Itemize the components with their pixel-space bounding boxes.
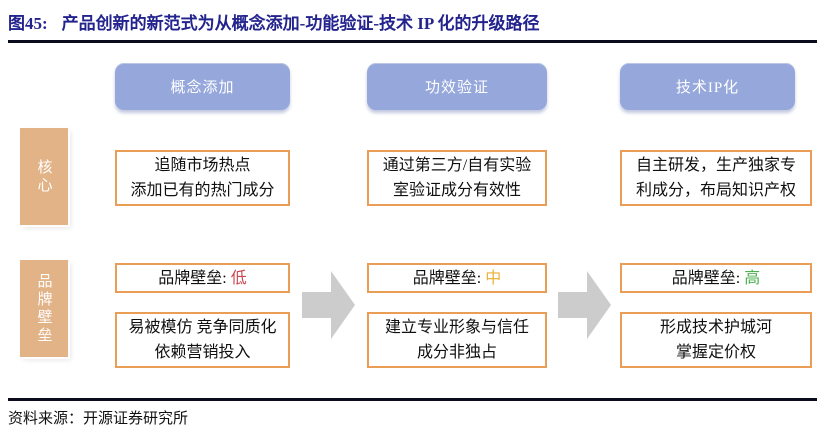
stage-header-technology-ip: 技术IP化 bbox=[620, 63, 795, 110]
core-box-stage2-line2: 室验证成分有效性 bbox=[392, 182, 521, 199]
core-box-stage1-line1: 追随市场热点 bbox=[154, 157, 251, 174]
right-arrow-icon bbox=[558, 271, 611, 339]
barrier-label-stage3: 品牌壁垒: bbox=[671, 269, 745, 287]
source-note: 资料来源：开源证券研究所 bbox=[8, 411, 189, 427]
row-label-brand-barrier: 品牌壁垒 bbox=[20, 260, 68, 357]
right-arrow-icon bbox=[302, 271, 355, 339]
barrier-desc-stage2-line1: 建立专业形象与信任 bbox=[384, 319, 529, 336]
figure-number-label: 图45: bbox=[8, 14, 48, 33]
row-label-core: 核心 bbox=[20, 128, 68, 225]
barrier-label-stage2: 品牌壁垒: bbox=[412, 269, 486, 287]
footer-divider bbox=[8, 398, 817, 401]
barrier-level-box-stage2: 品牌壁垒: 中 bbox=[367, 263, 547, 293]
barrier-desc-box-stage3: 形成技术护城河 掌握定价权 bbox=[620, 312, 812, 368]
stage-header-efficacy-validation: 功效验证 bbox=[367, 63, 547, 110]
barrier-desc-box-stage1: 易被模仿 竞争同质化 依赖营销投入 bbox=[115, 312, 290, 368]
core-box-stage3: 自主研发，生产独家专 利成分，布局知识产权 bbox=[620, 150, 812, 206]
barrier-desc-stage1-line1: 易被模仿 竞争同质化 bbox=[128, 319, 277, 336]
barrier-label-stage1: 品牌壁垒: bbox=[158, 269, 231, 287]
barrier-level-high: 高 bbox=[744, 269, 761, 287]
barrier-desc-stage3-line1: 形成技术护城河 bbox=[659, 319, 772, 336]
figure-title: 产品创新的新范式为从概念添加-功能验证-技术 IP 化的升级路径 bbox=[61, 14, 540, 33]
barrier-desc-box-stage2: 建立专业形象与信任 成分非独占 bbox=[367, 312, 547, 368]
barrier-desc-stage1-line2: 依赖营销投入 bbox=[154, 344, 251, 361]
core-box-stage1: 追随市场热点 添加已有的热门成分 bbox=[115, 150, 290, 206]
barrier-level-box-stage1: 品牌壁垒: 低 bbox=[115, 263, 290, 293]
barrier-level-low: 低 bbox=[230, 269, 247, 287]
barrier-desc-stage3-line2: 掌握定价权 bbox=[675, 344, 756, 361]
core-box-stage1-line2: 添加已有的热门成分 bbox=[130, 182, 275, 199]
core-box-stage2: 通过第三方/自有实验 室验证成分有效性 bbox=[367, 150, 547, 206]
title-underline bbox=[8, 40, 817, 43]
stage-header-concept-addition: 概念添加 bbox=[115, 63, 290, 110]
figure-title-row: 图45: 产品创新的新范式为从概念添加-功能验证-技术 IP 化的升级路径 bbox=[8, 9, 540, 34]
barrier-level-medium: 中 bbox=[485, 269, 502, 287]
barrier-level-box-stage3: 品牌壁垒: 高 bbox=[620, 263, 812, 293]
core-box-stage3-line2: 利成分，布局知识产权 bbox=[635, 182, 796, 199]
core-box-stage3-line1: 自主研发，生产独家专 bbox=[635, 157, 796, 174]
core-box-stage2-line1: 通过第三方/自有实验 bbox=[382, 157, 532, 174]
barrier-desc-stage2-line2: 成分非独占 bbox=[416, 344, 497, 361]
